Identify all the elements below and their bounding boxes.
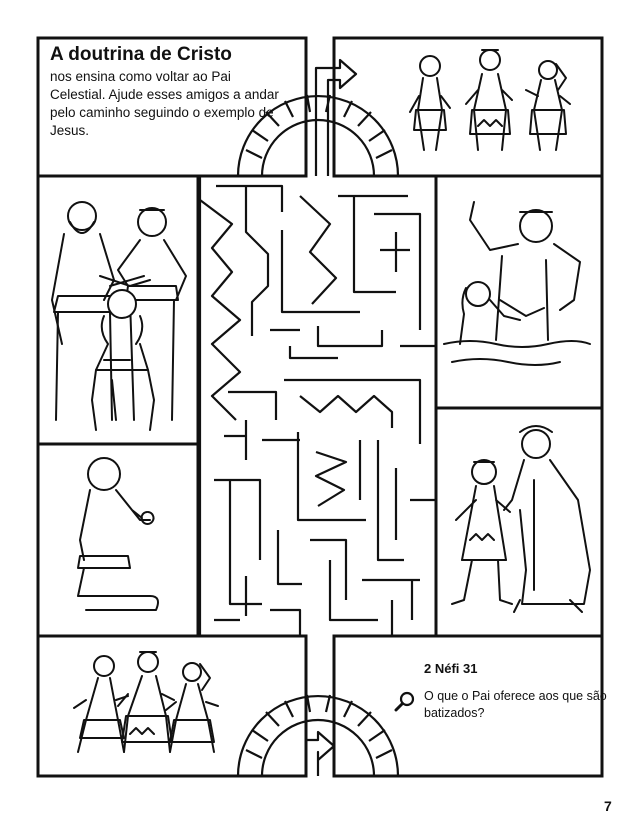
magnifying-glass-icon	[394, 691, 415, 712]
intro-text-block: A doutrina de Cristo nos ensina como vol…	[50, 44, 290, 140]
scripture-question: O que o Pai oferece aos que são batizado…	[424, 689, 607, 720]
scripture-reference: 2 Néfi 31	[424, 661, 478, 676]
girl-helping-elder-illustration	[451, 425, 591, 613]
scripture-question-row: O que o Pai oferece aos que são batizado…	[394, 688, 614, 722]
baptism-panel	[434, 174, 604, 410]
three-children-walking-illustration	[73, 651, 219, 753]
intro-title: A doutrina de Cristo	[50, 44, 232, 65]
three-children-standing-illustration	[409, 49, 571, 151]
maze[interactable]	[198, 58, 438, 777]
priesthood-blessing-illustration	[51, 201, 187, 431]
intro-body: nos ensina como voltar ao Pai Celestial.…	[50, 69, 279, 138]
scripture-panel	[332, 634, 604, 778]
bottom-left-panel	[36, 634, 308, 778]
page-number: 7	[604, 798, 612, 814]
scripture-block: 2 Néfi 31 O que o Pai oferece aos que sã…	[394, 660, 614, 722]
boy-praying-illustration	[77, 457, 159, 611]
baptism-illustration	[443, 201, 591, 366]
